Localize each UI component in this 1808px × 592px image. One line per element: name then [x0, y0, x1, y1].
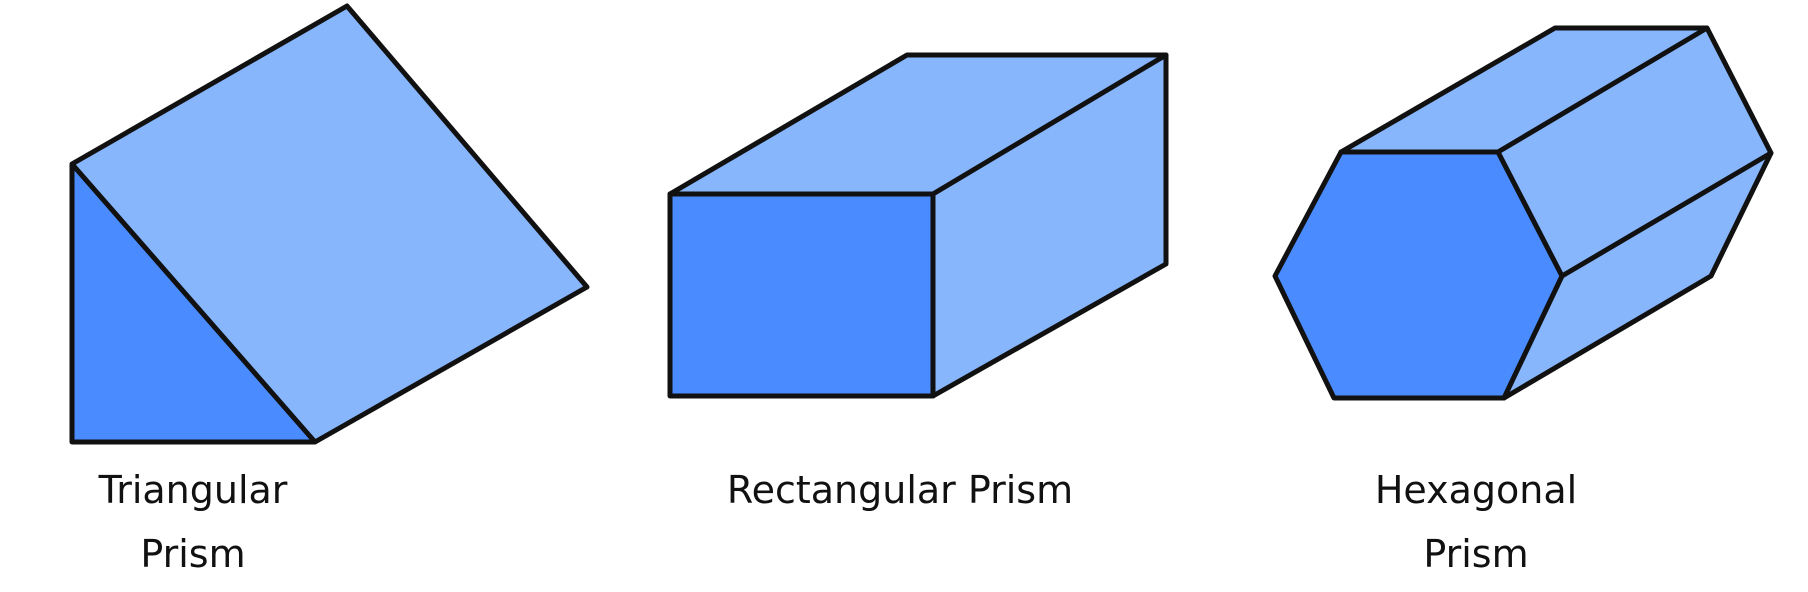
triangular-prism-label-line-1: Triangular — [98, 468, 288, 512]
hexagonal-prism-top-face — [1341, 28, 1707, 152]
triangular-prism-label-line-2: Prism — [140, 532, 246, 576]
triangular-prism — [69, 3, 590, 445]
hexagonal-prism-middle-edge — [1559, 150, 1774, 279]
triangular-prism-outline — [69, 3, 590, 445]
triangular-prism-label: Triangular Prism — [70, 458, 316, 586]
hexagonal-prism-label: Hexagonal Prism — [1356, 458, 1596, 586]
hexagonal-prism-upper-side-face — [1498, 28, 1771, 276]
hexagonal-prism-front-edges — [1338, 149, 1565, 401]
hexagonal-prism-lower-side-face — [1504, 153, 1771, 398]
rectangular-prism-right-face — [933, 55, 1166, 396]
hexagonal-prism-top-edge — [1495, 25, 1710, 155]
rectangular-prism-top-edge — [930, 52, 1169, 197]
rectangular-prism-front-face — [670, 194, 933, 396]
hexagonal-prism-front-face — [1275, 152, 1562, 398]
rectangular-prism-label: Rectangular Prism — [700, 458, 1100, 522]
triangular-prism-side-face — [72, 6, 587, 442]
rectangular-prism-top-face — [670, 55, 1166, 194]
hexagonal-prism-label-line-2: Prism — [1423, 532, 1529, 576]
hexagonal-prism — [1272, 25, 1774, 401]
rectangular-prism-outline — [667, 52, 1169, 399]
rectangular-prism — [667, 52, 1169, 399]
hexagonal-prism-outline — [1272, 25, 1774, 401]
rectangular-prism-label-line-1: Rectangular Prism — [726, 468, 1074, 512]
hexagonal-prism-label-line-1: Hexagonal — [1374, 468, 1578, 512]
